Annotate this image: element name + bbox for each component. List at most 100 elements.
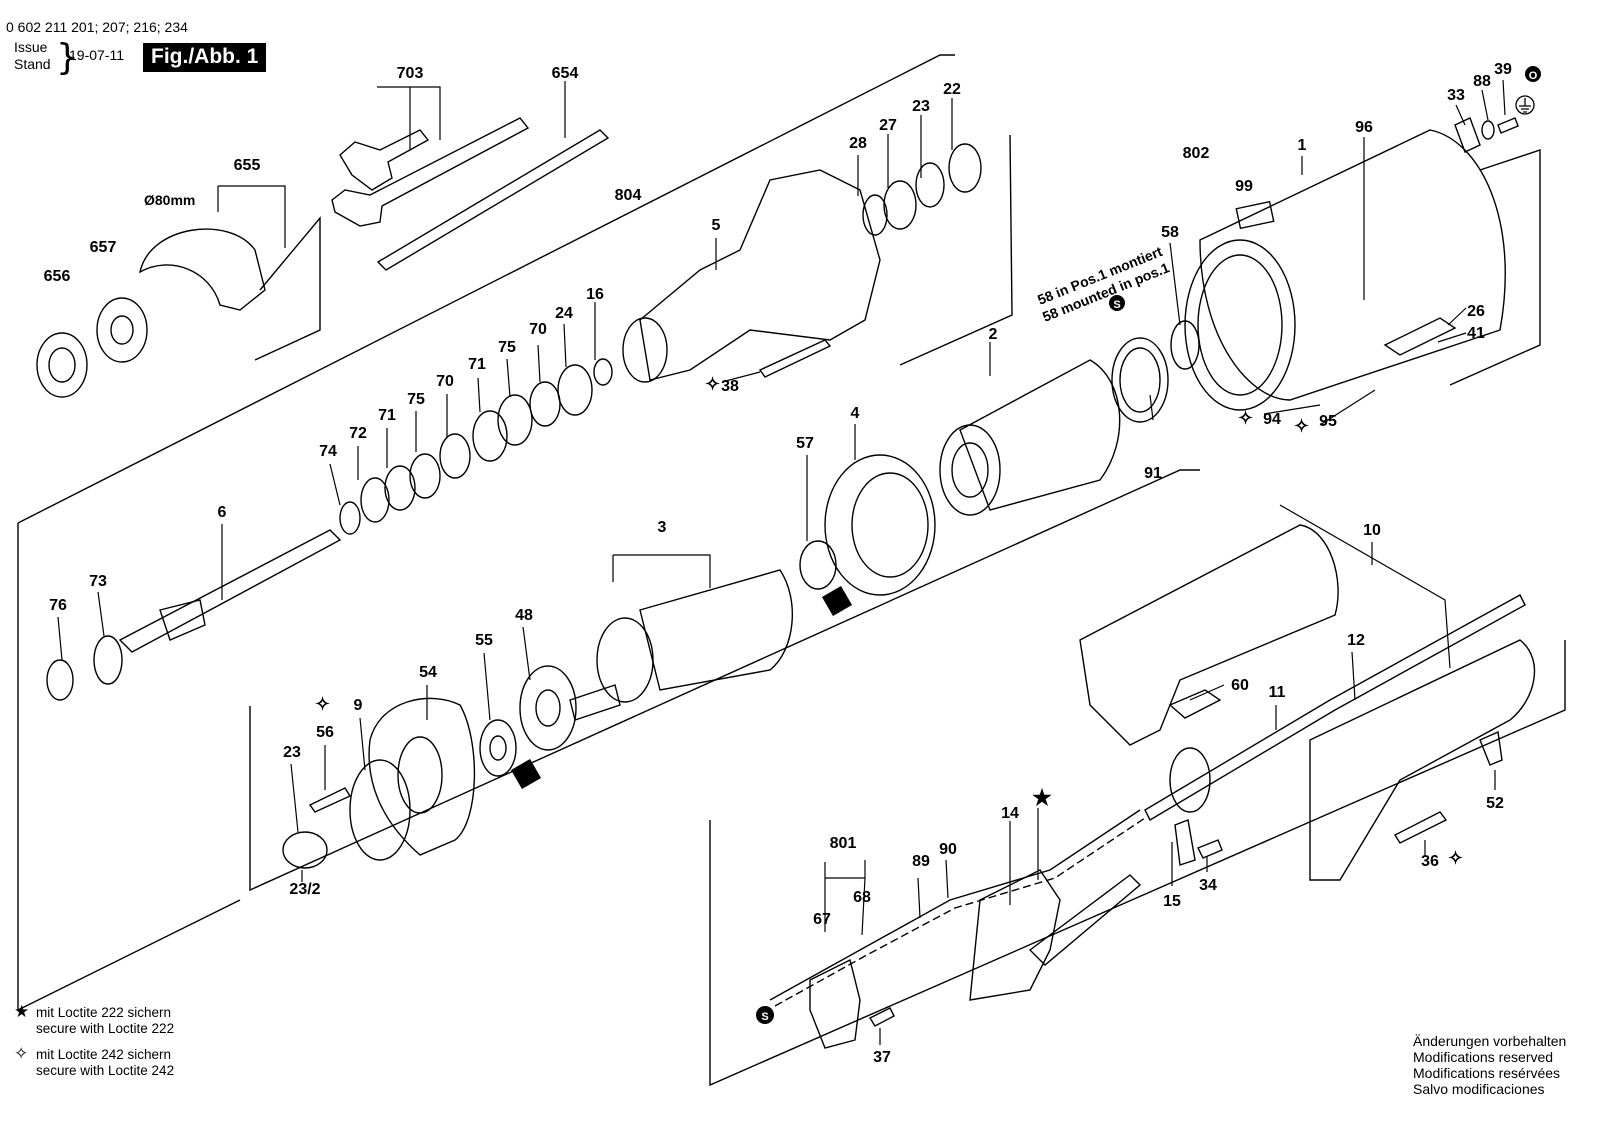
bearing-48 <box>519 665 577 751</box>
filled-star-icon: ★ <box>14 1002 30 1022</box>
ring-72 <box>360 477 390 523</box>
part-label-70b: 70 <box>436 373 454 390</box>
part-label-6: 6 <box>218 504 227 521</box>
nut-656 <box>36 332 88 398</box>
bearing-57 <box>799 540 837 590</box>
ring-24 <box>557 364 593 416</box>
ring-74 <box>339 501 361 535</box>
part-label-90: 90 <box>939 841 957 858</box>
part-label-54: 54 <box>419 664 437 681</box>
frame-mid-left-panel <box>249 469 1200 892</box>
part-label-657: 657 <box>90 239 117 256</box>
label-99 <box>1235 200 1275 230</box>
guard-655 <box>138 228 266 311</box>
plate-26 <box>1383 317 1457 356</box>
part-label-68: 68 <box>853 889 871 906</box>
part-label-60: 60 <box>1231 677 1249 694</box>
figure-badge: Fig./Abb. 1 <box>143 43 267 72</box>
part-label-75b: 75 <box>407 391 425 408</box>
ring-71b <box>472 410 508 462</box>
part-label-37: 37 <box>873 1049 891 1066</box>
flange-657 <box>96 297 148 363</box>
screw-36 <box>1394 811 1448 844</box>
part-label-71b: 71 <box>378 407 396 424</box>
frame-line-top <box>17 54 955 524</box>
bracket-33 <box>1454 117 1481 153</box>
part-label-654: 654 <box>552 65 579 82</box>
part-label-656: 656 <box>44 268 71 285</box>
legend-loctite-242: ✧ mit Loctite 242 sichern secure with Lo… <box>14 1044 175 1079</box>
wrench-shape <box>339 129 430 191</box>
wrench-shape-2 <box>331 117 530 227</box>
part-label-38: 38 <box>721 378 739 395</box>
part-label-804: 804 <box>615 187 642 204</box>
outline-star-icon: ✧ <box>14 1044 29 1064</box>
part-label-34: 34 <box>1199 877 1217 894</box>
ring-75a <box>409 453 441 499</box>
washer-88 <box>1481 120 1495 140</box>
part-label-11: 11 <box>1269 684 1286 701</box>
part-label-89: 89 <box>912 853 930 870</box>
gear-head-5 <box>639 169 881 381</box>
ring-70a <box>439 433 471 479</box>
loctite-outline-star-icons: ✧ ✧ ✧ ✧ ✧ <box>315 374 1463 868</box>
ring-16 <box>593 358 613 386</box>
screw-39 <box>1497 117 1519 134</box>
svg-text:S: S <box>1113 299 1120 311</box>
part-label-55: 55 <box>475 632 493 649</box>
bearing-symbol-icon <box>510 585 853 790</box>
part-label-76: 76 <box>49 597 67 614</box>
part-label-23_2: 23/2 <box>289 881 320 898</box>
part-label-74: 74 <box>319 443 337 460</box>
part-label-73: 73 <box>89 573 107 590</box>
part-label-99: 99 <box>1235 178 1253 195</box>
svg-text:✧: ✧ <box>1448 848 1463 868</box>
screw-52 <box>1479 730 1503 766</box>
svg-text:★: ★ <box>1032 785 1052 810</box>
part-number-list: 0 602 211 201; 207; 216; 234 <box>6 19 188 35</box>
frame-lower-right-panel <box>709 640 1566 1087</box>
part-label-75a: 75 <box>498 339 516 356</box>
part-label-9: 9 <box>354 697 363 714</box>
part-label-71a: 71 <box>468 356 486 373</box>
svg-text:✧: ✧ <box>1294 416 1309 436</box>
bearing-28 <box>862 194 888 236</box>
ring-75b <box>497 394 533 446</box>
o-marker: O <box>1525 66 1541 82</box>
part-label-28: 28 <box>849 135 867 152</box>
part-label-41: 41 <box>1467 325 1485 342</box>
switch-14 <box>969 869 1061 1001</box>
part-label-1: 1 <box>1298 137 1307 154</box>
oring-9 <box>349 759 411 861</box>
part-label-33: 33 <box>1447 87 1465 104</box>
stand-label: Stand <box>14 56 51 72</box>
issue-label: Issue <box>14 39 48 55</box>
cable-11 <box>1144 594 1526 821</box>
part-label-801: 801 <box>830 835 857 852</box>
ring-70b <box>529 381 561 427</box>
part-label-703: 703 <box>397 65 424 82</box>
part-label-95: 95 <box>1319 413 1337 430</box>
rod-654 <box>376 129 610 271</box>
svg-text:✧: ✧ <box>705 374 720 394</box>
part-label-57: 57 <box>796 435 814 452</box>
part-label-655: 655 <box>234 157 261 174</box>
ring-73 <box>93 635 123 685</box>
part-23-2 <box>282 831 328 869</box>
part-label-14: 14 <box>1001 805 1019 822</box>
part-label-27: 27 <box>879 117 897 134</box>
screw-37 <box>868 1007 895 1027</box>
frame-upper-left-panel <box>17 523 241 1012</box>
part-label-4: 4 <box>851 405 860 422</box>
part-label-67: 67 <box>813 911 831 928</box>
plate-22 <box>948 143 982 193</box>
ring-76 <box>46 659 74 701</box>
shaft-6 <box>118 529 342 653</box>
svg-text:S: S <box>761 1011 768 1023</box>
part-label-88: 88 <box>1473 73 1491 90</box>
terminal-801 <box>809 958 861 1049</box>
sleeve-4 <box>824 454 936 596</box>
part-label-52: 52 <box>1486 795 1504 812</box>
handle-shell-12 <box>1309 639 1536 881</box>
legend-loctite-222: ★ mit Loctite 222 sichern secure with Lo… <box>14 1002 175 1037</box>
